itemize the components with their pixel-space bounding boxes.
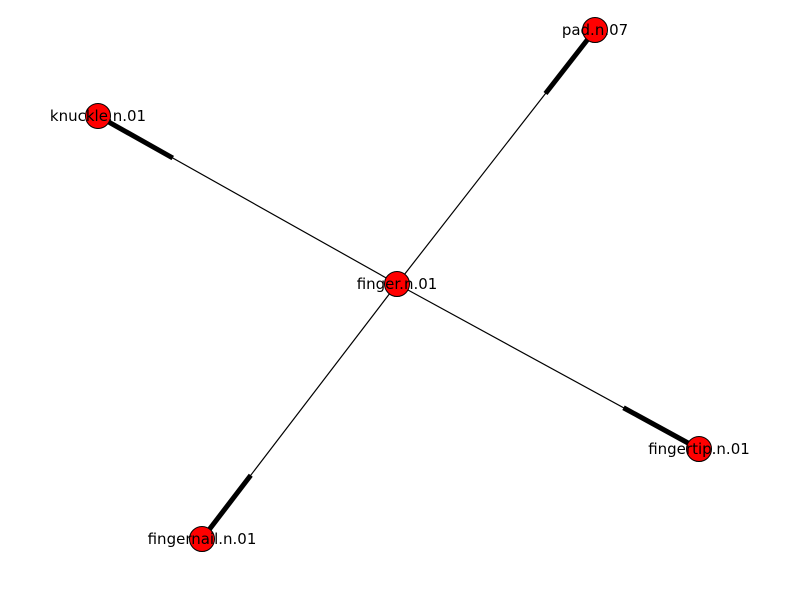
node-circle-fingernail <box>189 526 215 552</box>
node-finger: finger.n.01 <box>357 271 438 297</box>
node-pad: pad.n.07 <box>562 17 628 43</box>
node-label-fingernail: fingernail.n.01 <box>148 530 257 548</box>
edge-head-finger-fingertip <box>622 405 701 452</box>
node-label-pad: pad.n.07 <box>562 21 628 39</box>
node-fingertip: fingertip.n.01 <box>648 436 750 462</box>
edges-layer <box>96 28 701 541</box>
node-fingernail: fingernail.n.01 <box>148 526 257 552</box>
node-circle-fingertip <box>686 436 712 462</box>
node-label-fingertip: fingertip.n.01 <box>648 440 750 458</box>
edge-head-finger-knuckle <box>96 113 174 161</box>
node-circle-finger <box>384 271 410 297</box>
node-label-finger: finger.n.01 <box>357 275 438 293</box>
nodes-layer: finger.n.01 pad.n.07 knuckle.n.01 fingertip… <box>50 17 750 552</box>
node-knuckle: knuckle.n.01 <box>50 103 146 129</box>
node-label-knuckle: knuckle.n.01 <box>50 107 146 125</box>
node-circle-pad <box>582 17 608 43</box>
edge-head-finger-pad <box>543 28 597 96</box>
edge-head-finger-fingernail <box>200 473 253 541</box>
node-circle-knuckle <box>85 103 111 129</box>
